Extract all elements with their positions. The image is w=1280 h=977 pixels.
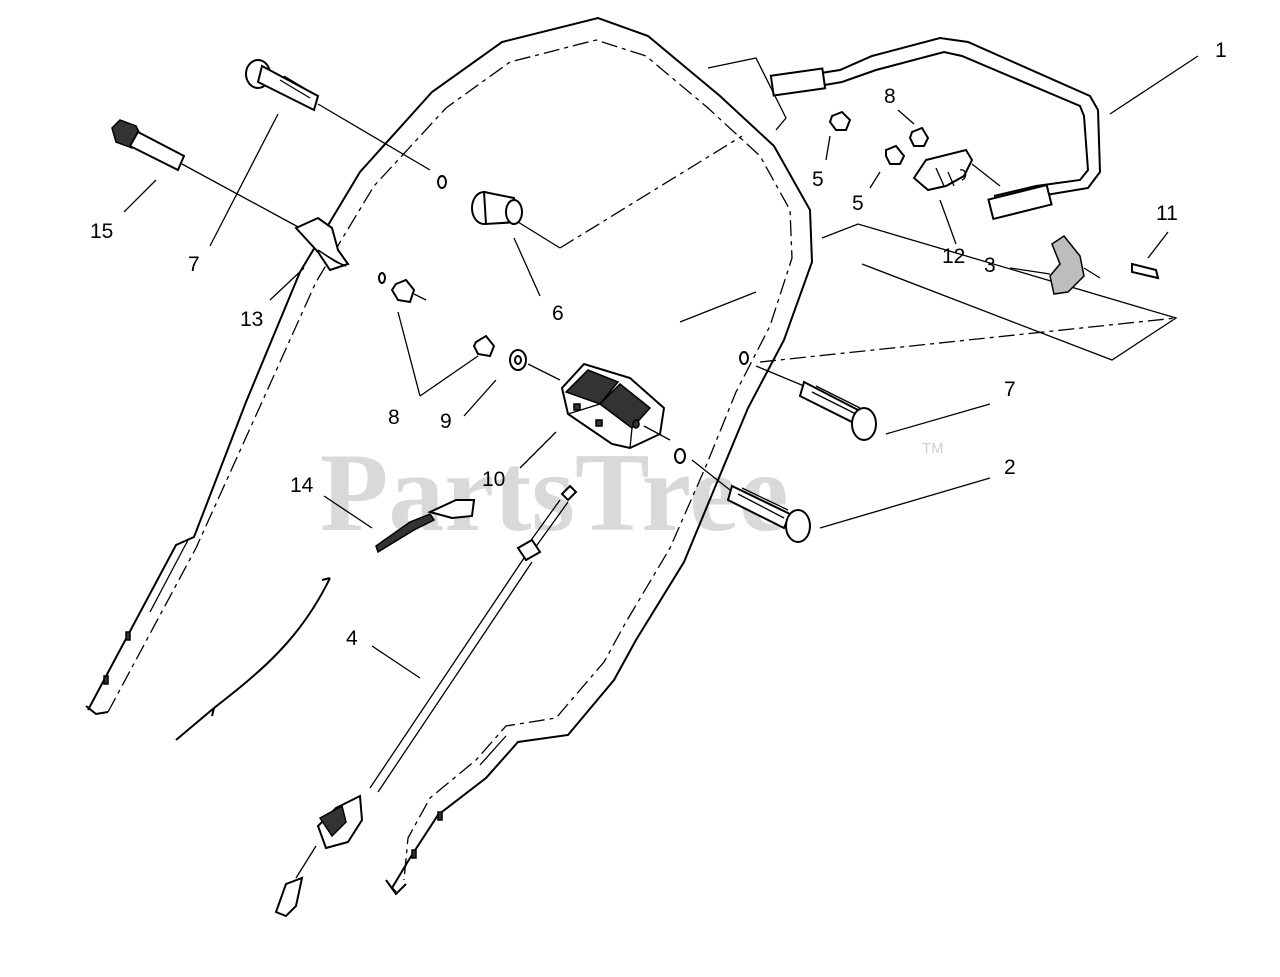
tube-hole — [378, 272, 386, 284]
nut-center — [472, 334, 496, 358]
label-15: 15 — [90, 220, 113, 243]
control-lever — [1049, 234, 1101, 295]
label-7-right: 7 — [1004, 378, 1016, 401]
assembly-plane — [559, 57, 1178, 363]
label-9: 9 — [440, 410, 452, 433]
washer — [509, 349, 561, 381]
label-1: 1 — [1215, 39, 1227, 62]
tube-hole — [411, 849, 417, 859]
label-7-left: 7 — [188, 253, 200, 276]
spacer — [471, 190, 561, 249]
label-8-upper: 8 — [884, 85, 896, 108]
control-cable — [274, 484, 578, 918]
tube-hole — [437, 811, 443, 821]
tube-hole — [674, 448, 686, 464]
tube-hole — [739, 351, 749, 365]
callout-labels: 1 2 3 4 5 5 6 7 7 8 8 9 10 11 12 13 14 1… — [90, 39, 1227, 650]
label-3: 3 — [984, 254, 996, 277]
label-6: 6 — [552, 302, 564, 325]
watermark-trademark: TM — [922, 440, 944, 457]
nut-left — [390, 278, 427, 304]
control-housing — [560, 362, 671, 450]
bolt-upper-left — [245, 59, 431, 171]
tube-hole — [103, 675, 109, 685]
bail-end-left — [769, 67, 827, 97]
nut-right-a — [908, 126, 930, 147]
hex-bolt — [111, 119, 301, 229]
wire-segment — [175, 577, 331, 741]
pivot-pin — [1131, 262, 1160, 280]
label-2: 2 — [1004, 456, 1016, 479]
label-10: 10 — [482, 468, 505, 491]
label-5-upper: 5 — [812, 168, 824, 191]
tube-hole — [437, 175, 447, 189]
label-13: 13 — [240, 308, 263, 331]
label-5-lower: 5 — [852, 192, 864, 215]
bolt-lower-right-upper — [755, 365, 877, 441]
bolt-lower-right-lower — [691, 459, 811, 543]
bail-end-right — [987, 183, 1053, 221]
bail-handle — [769, 36, 1102, 221]
cable-clip — [294, 216, 350, 272]
label-11: 11 — [1156, 202, 1178, 225]
nut-upper — [828, 110, 852, 131]
label-8-lower: 8 — [388, 406, 400, 429]
label-12: 12 — [942, 245, 965, 268]
label-14: 14 — [290, 474, 314, 497]
leader-lines — [123, 55, 1199, 679]
label-4: 4 — [346, 627, 358, 650]
nut-right-b — [885, 144, 906, 165]
control-plate — [912, 148, 1001, 192]
tube-hole — [125, 631, 131, 641]
wire-clip — [375, 499, 476, 554]
